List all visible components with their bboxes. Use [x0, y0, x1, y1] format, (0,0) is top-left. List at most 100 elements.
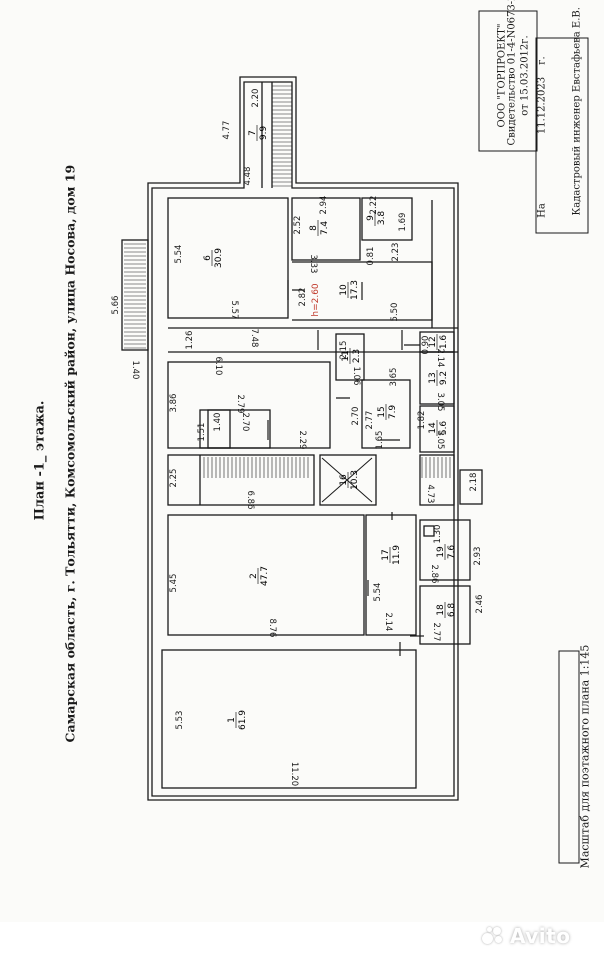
room-number: 8 — [309, 225, 319, 231]
dimension-d-5-50: 5.50 — [390, 303, 400, 322]
room-16-wall — [319, 454, 377, 506]
dimension-d-2-52: 2.52 — [293, 216, 303, 235]
dimension-d-6-10: 6.10 — [213, 357, 223, 376]
outer-wall — [147, 76, 459, 801]
room-area: 10.3 — [350, 470, 360, 490]
room-number: 11 — [341, 350, 351, 361]
dimension-d-1-40b: 1.40 — [213, 413, 223, 432]
bottom-strip — [0, 922, 604, 960]
stair-right — [419, 454, 455, 506]
room-area: 7.9 — [388, 405, 398, 420]
room-area: 6.8 — [447, 603, 457, 618]
dimension-d-2-93: 2.93 — [473, 547, 483, 566]
dimension-d-2-14: 2.14 — [435, 349, 445, 368]
plan-sheet: План -1_ этажа. Самарская область, г. То… — [32, 0, 592, 869]
avito-logo-icon — [482, 927, 506, 945]
room-15-wall — [361, 379, 411, 449]
dimension-d-4-73: 4.73 — [425, 485, 435, 504]
dimension-d-2-77b: 2.77 — [431, 623, 441, 642]
room-number: 19 — [436, 546, 446, 558]
dimension-d-5-57: 5.57 — [229, 301, 239, 320]
room-area: 2.3 — [352, 349, 362, 363]
room-number: 16 — [339, 474, 349, 486]
dimension-d-1-30: 1.30 — [433, 525, 443, 544]
dimension-d-2-22: 2.22 — [369, 196, 379, 215]
room-area: 5.6 — [439, 421, 449, 436]
room-number: 6 — [203, 255, 213, 261]
dimension-d-5-45: 5.45 — [169, 574, 179, 593]
dimension-d-2-15: 2.15 — [339, 341, 349, 360]
room-number: 9 — [366, 215, 376, 221]
room-17-wall — [365, 514, 417, 636]
dimension-d-1-65: 1.65 — [375, 431, 385, 450]
dimension-d-1-51: 1.51 — [197, 423, 207, 442]
dimension-d-7-48: 7.48 — [249, 329, 259, 348]
height-label: h=2.60 — [311, 283, 321, 317]
dimension-d-0-81: 0.81 — [366, 247, 376, 266]
dimension-d-2-20: 2.20 — [251, 89, 261, 108]
room-area: 11.9 — [392, 545, 402, 565]
dimension-d-3-86: 3.86 — [169, 394, 179, 413]
dimension-d-3-33: 3.33 — [308, 255, 318, 274]
dimension-d-2-46: 2.46 — [475, 595, 485, 614]
room-area: 3.8 — [377, 211, 387, 226]
room-number: 2 — [249, 573, 259, 579]
dimension-d-4-48: 4.48 — [243, 167, 253, 186]
room-14-wall — [419, 405, 455, 453]
dimension-d-2-18: 2.18 — [469, 473, 479, 492]
room-13-wall — [419, 351, 455, 405]
room-1-wall — [161, 649, 417, 789]
dimension-d-2-79: 2.79 — [235, 395, 245, 414]
dimension-d-3-05b: 3.05 — [435, 431, 445, 450]
dimension-d-2-29: 2.29 — [297, 431, 307, 450]
stamp-frame — [478, 10, 589, 234]
room-11-wall — [335, 333, 365, 381]
dimension-d-1-40: 1.40 — [130, 361, 140, 380]
dimension-d-8-76: 8.76 — [267, 619, 277, 638]
room-5-wall — [207, 409, 231, 449]
room-area: 61.9 — [238, 710, 248, 730]
room-number: 14 — [428, 422, 438, 434]
dimension-d-3-65: 3.65 — [389, 368, 399, 387]
room-4-wall — [199, 409, 271, 449]
dimension-d-2-70: 2.70 — [351, 407, 361, 426]
room-number: 1 — [227, 717, 237, 723]
dimension-d-1-69: 1.69 — [398, 213, 408, 232]
room-number: 17 — [381, 549, 391, 560]
scale-frame — [558, 650, 580, 864]
room-area: 1.6 — [439, 335, 449, 350]
walls — [121, 76, 483, 801]
room-area: 9.9 — [259, 126, 269, 141]
dimension-d-1-26: 1.26 — [185, 331, 195, 350]
room-number: 10 — [339, 284, 349, 296]
room-area: 47.7 — [260, 566, 270, 586]
dimension-d-5-53: 5.53 — [175, 711, 185, 730]
stair-hatching — [124, 85, 451, 478]
room-19-wall — [419, 519, 471, 581]
room-6-wall — [167, 197, 289, 319]
room-area: 30.9 — [214, 248, 224, 268]
dimension-d-4-77: 4.77 — [222, 121, 232, 140]
room-2-wall — [167, 514, 365, 636]
dimension-d-6-86: 6.86 — [245, 491, 255, 510]
dimension-d-2-94: 2.94 — [319, 196, 329, 215]
dimension-d-0-90: 0.90 — [421, 336, 431, 355]
dimension-d-2-86: 2.86 — [429, 565, 439, 584]
dimension-d-1-82: 1.82 — [417, 411, 427, 430]
